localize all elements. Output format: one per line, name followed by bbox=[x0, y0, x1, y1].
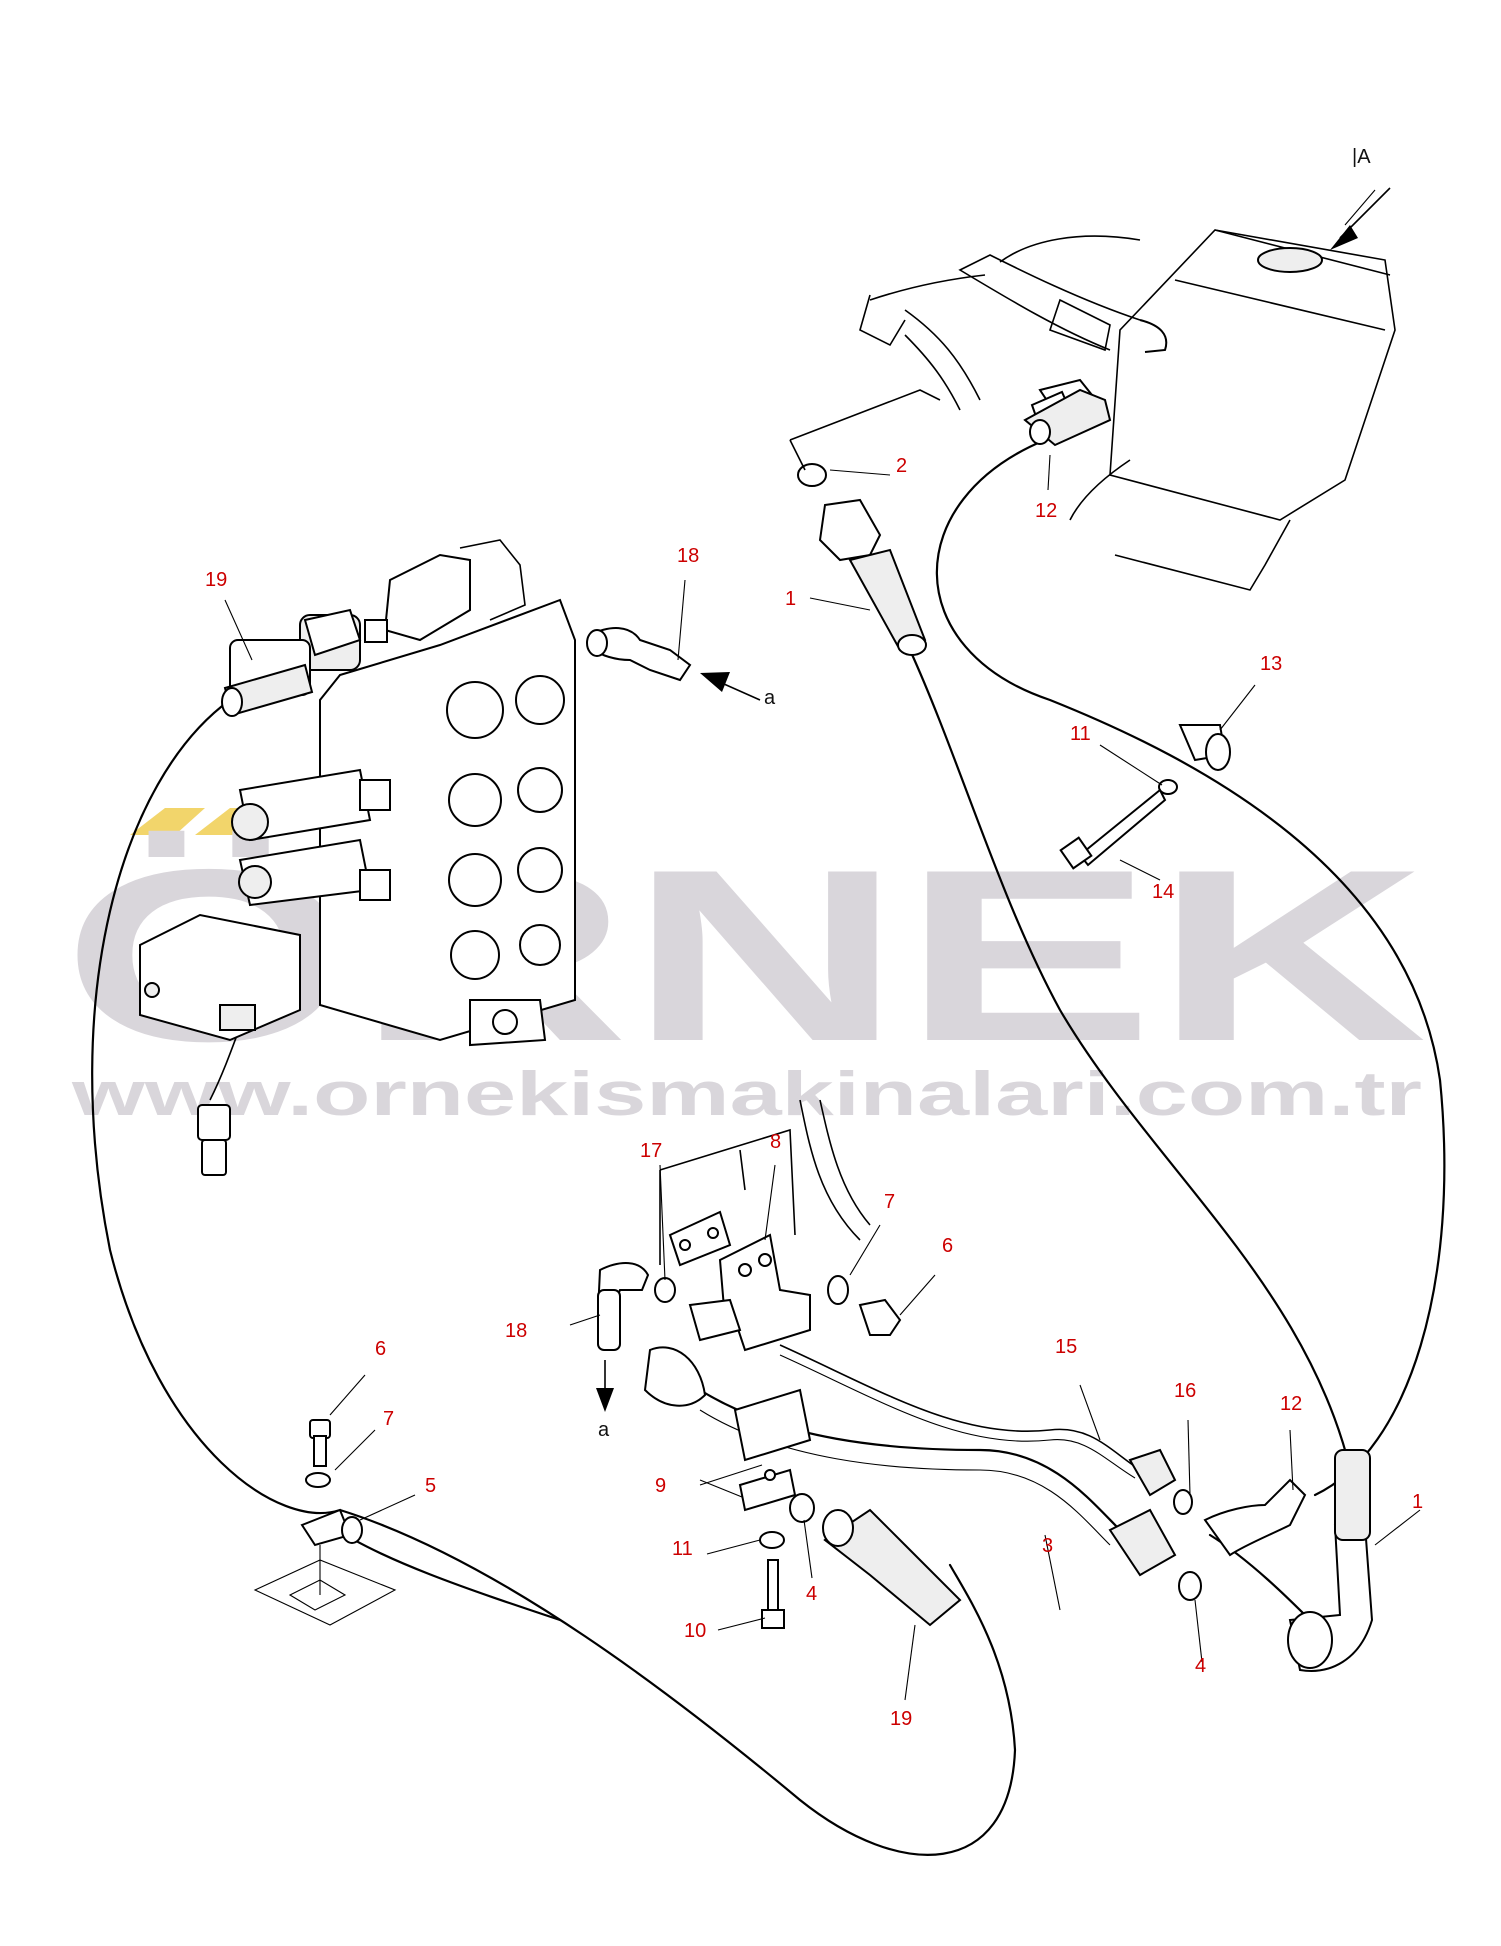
bracket-assembly bbox=[253, 1099, 1374, 1672]
callout-19: 19 bbox=[205, 569, 227, 591]
callout-7-bracket: 7 bbox=[884, 1191, 895, 1213]
control-valve bbox=[139, 539, 692, 1176]
hose-1 bbox=[908, 648, 1362, 1522]
callout-8: 8 bbox=[770, 1131, 781, 1153]
callout-14: 14 bbox=[1152, 881, 1174, 903]
callout-6-bracket: 6 bbox=[942, 1235, 953, 1257]
callout-9: 9 bbox=[655, 1475, 666, 1497]
callout-12-lower: 12 bbox=[1280, 1393, 1302, 1415]
callout-2: 2 bbox=[896, 455, 907, 477]
callout-7: 7 bbox=[383, 1408, 394, 1430]
flow-arrow-a-bottom bbox=[596, 1388, 614, 1412]
callout-11: 11 bbox=[1070, 723, 1091, 745]
view-arrow bbox=[1330, 225, 1358, 250]
hose-clamp-run bbox=[328, 1523, 562, 1622]
hose-12 bbox=[935, 438, 1446, 1497]
labels: |A a a 1 2 3 4 5 6 7 8 9 10 11 12 13 14 … bbox=[205, 146, 1423, 1730]
flow-arrows bbox=[596, 187, 1391, 1412]
flow-arrow-a-top bbox=[700, 672, 730, 692]
callout-19-lower: 19 bbox=[890, 1708, 912, 1730]
callout-5: 5 bbox=[425, 1475, 436, 1497]
callout-11-lower: 11 bbox=[672, 1538, 693, 1560]
tube-15 bbox=[779, 1344, 1141, 1471]
flow-label-a-top: a bbox=[764, 687, 776, 709]
hose-19 bbox=[91, 698, 1017, 1856]
fitting-1-top bbox=[789, 388, 1112, 656]
clamp-13 bbox=[1059, 724, 1231, 870]
tube-15-inner bbox=[779, 1354, 1136, 1479]
flow-label-a-bottom: a bbox=[598, 1419, 610, 1441]
callout-10: 10 bbox=[684, 1620, 706, 1642]
callout-17: 17 bbox=[640, 1140, 662, 1162]
leader-lines bbox=[224, 189, 1421, 1701]
callout-3: 3 bbox=[1042, 1535, 1053, 1557]
callout-4: 4 bbox=[806, 1583, 817, 1605]
watermark-url: www.ornekismakinalari.com.tr bbox=[70, 1060, 1422, 1129]
callout-1: 1 bbox=[785, 588, 796, 610]
callout-18: 18 bbox=[677, 545, 699, 567]
cylinder-assembly bbox=[859, 229, 1396, 591]
view-label-a: |A bbox=[1352, 146, 1371, 168]
callout-6: 6 bbox=[375, 1338, 386, 1360]
callout-16: 16 bbox=[1174, 1380, 1196, 1402]
callout-13: 13 bbox=[1260, 653, 1282, 675]
callout-4-right: 4 bbox=[1195, 1655, 1206, 1677]
callout-18-lower: 18 bbox=[505, 1320, 527, 1342]
callout-15: 15 bbox=[1055, 1336, 1077, 1358]
callout-12: 12 bbox=[1035, 500, 1057, 522]
watermark-accent-left bbox=[130, 808, 205, 835]
callout-1-lower: 1 bbox=[1412, 1491, 1423, 1513]
